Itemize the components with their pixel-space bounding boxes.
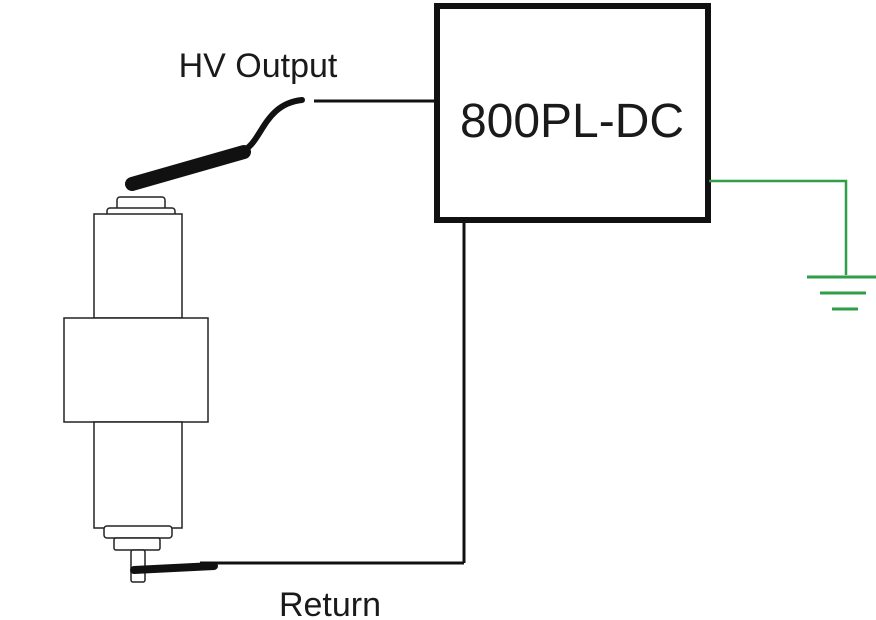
ground-wire — [709, 179, 848, 275]
insulator-upper-body — [93, 213, 183, 319]
hv-output-cable — [125, 97, 437, 191]
insulator-under-test — [63, 196, 209, 583]
return-label: Return — [279, 586, 381, 620]
insulator-lower-body — [93, 421, 183, 529]
hv-clip-lead — [125, 145, 251, 191]
hv-cable-curve — [237, 97, 305, 155]
return-lead — [130, 220, 466, 574]
insulator-bottom-flange — [103, 525, 173, 539]
device-name: 800PL-DC — [460, 95, 684, 148]
insulator-bottom-cap — [113, 537, 161, 551]
insulator-center-collar — [63, 317, 209, 423]
device-box: 800PL-DC — [434, 3, 711, 223]
return-clip — [130, 562, 218, 574]
hv-output-label: HV Output — [179, 47, 338, 85]
ground-connection — [709, 179, 876, 311]
device-box-outline — [434, 3, 711, 223]
